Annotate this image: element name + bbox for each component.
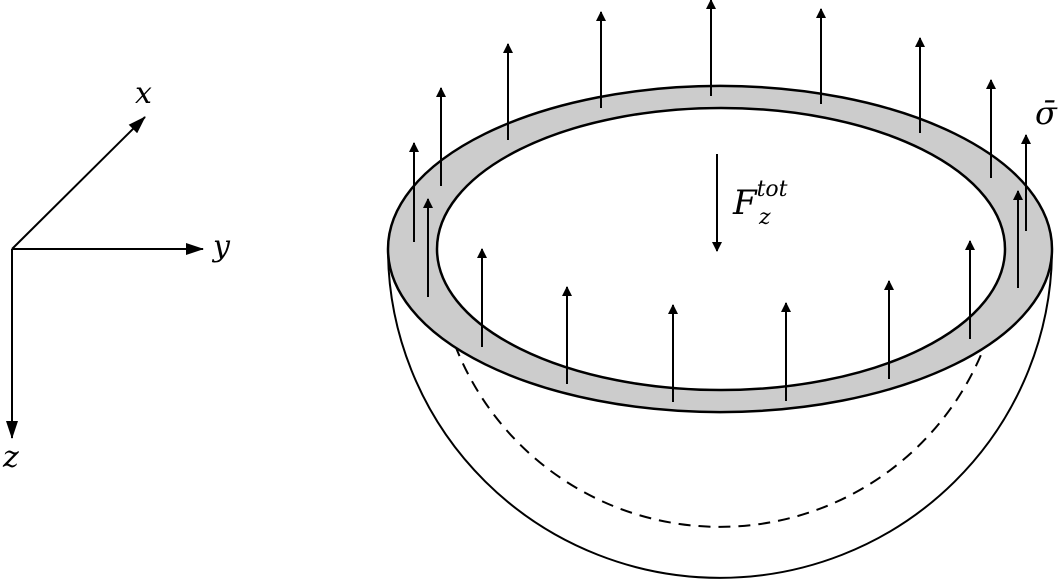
z-axis-label: z [2,440,19,475]
hemisphere-outline [387,248,1053,579]
y-axis-label: y [211,229,231,264]
hidden-inner-surface [454,344,986,528]
coordinate-axes [6,116,204,439]
rim-ring [386,84,1054,414]
x-axis-arrow [11,116,146,250]
x-axis-label: x [135,76,152,111]
stress-arrows [409,0,1031,402]
stress-label: σ̄ [1035,94,1058,132]
total-force-label: Ftot [732,177,788,223]
total-force-subscript: z [758,205,771,230]
